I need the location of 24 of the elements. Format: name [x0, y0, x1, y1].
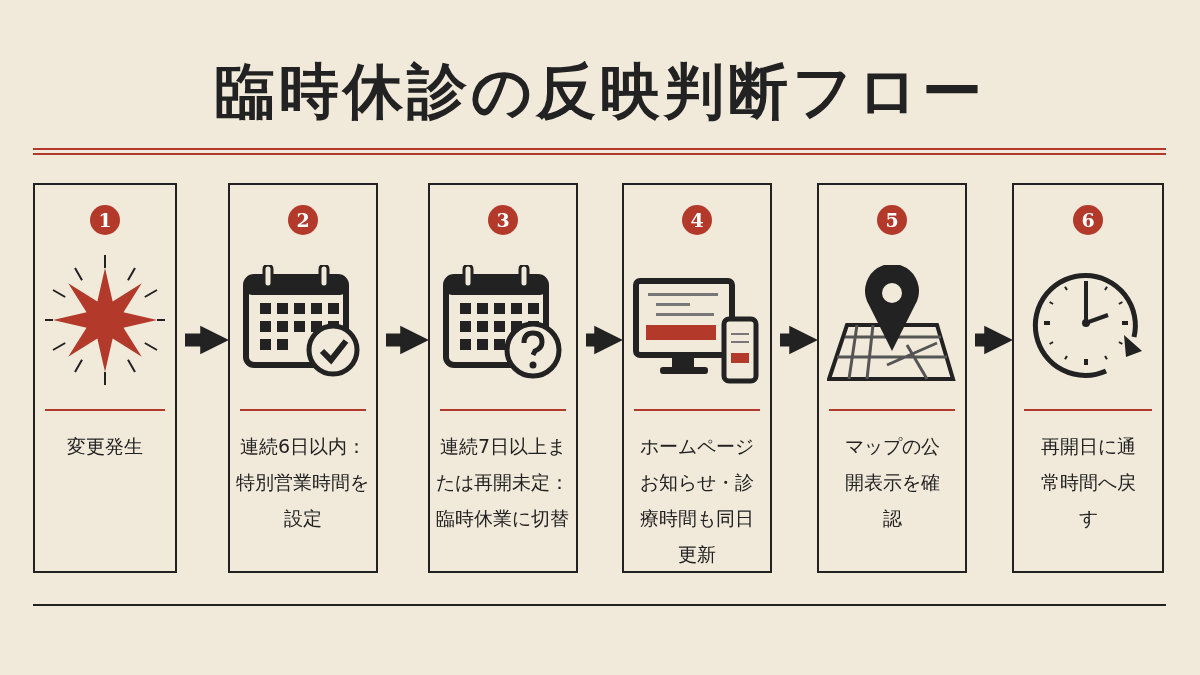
step-card [428, 183, 578, 573]
arrow [185, 325, 229, 355]
step-number-badge: 4 [682, 205, 712, 235]
step-card [817, 183, 967, 573]
title: 臨時休診の反映判断フロー [213, 55, 987, 128]
step-number-badge: 6 [1073, 205, 1103, 235]
step-text: 変更発生 [66, 434, 144, 459]
arrow [975, 325, 1013, 355]
step-text: 再開日に通常時間へ戻す [1039, 434, 1137, 531]
step-text: 連続6日以内：特別営業時間を設定 [235, 434, 371, 531]
arrow [386, 325, 429, 355]
step-card [33, 183, 177, 573]
step-text: ホームページお知らせ・診療時間も同日更新 [639, 434, 755, 567]
step-card [622, 183, 772, 573]
step-number-badge: 5 [877, 205, 907, 235]
step-card [228, 183, 378, 573]
step-card [1012, 183, 1164, 573]
step-number-badge: 1 [90, 205, 120, 235]
step-text: マップの公開表示を確認 [843, 434, 941, 531]
step-number-badge: 3 [488, 205, 518, 235]
arrow [586, 325, 623, 355]
step-text: 連続7日以上または再開未定：臨時休業に切替 [435, 434, 571, 531]
step-number-badge: 2 [288, 205, 318, 235]
arrow [780, 325, 818, 355]
